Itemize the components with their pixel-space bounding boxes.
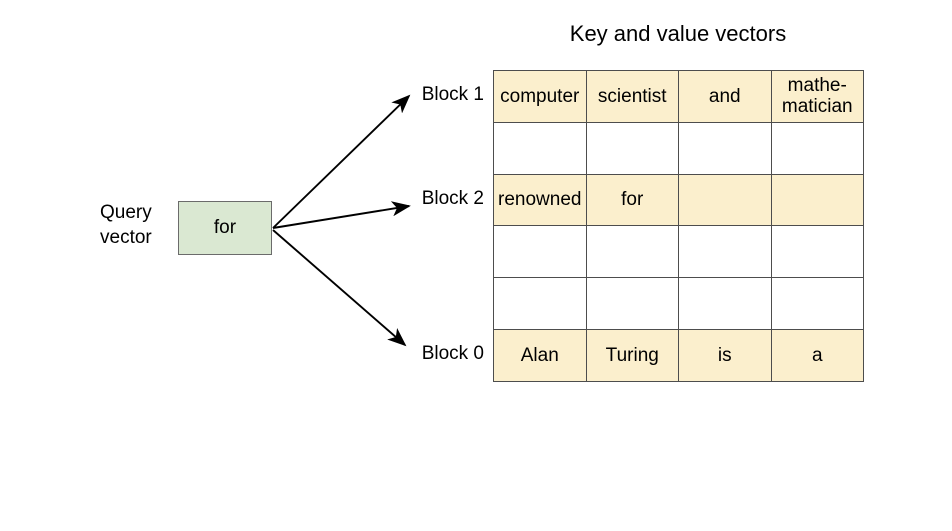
arrow-to-block-0	[272, 229, 407, 347]
query-vector-value: for	[213, 217, 237, 238]
table-row	[493, 121, 864, 175]
table-cell	[585, 121, 679, 175]
table-cell	[770, 277, 864, 330]
block-label-block-0: Block 0	[421, 342, 484, 364]
table-cell: for	[585, 173, 679, 227]
table-cell	[770, 225, 864, 279]
query-vector-label-line2: vector	[100, 227, 152, 249]
table-cell: Turing	[585, 328, 679, 382]
block-label-block-2: Block 2	[421, 187, 484, 209]
table-cell	[585, 277, 679, 330]
table-cell: is	[678, 328, 772, 382]
arrow-group	[272, 94, 411, 347]
table-cell	[493, 277, 587, 330]
query-vector-box[interactable]: for	[178, 201, 272, 255]
table-cell	[678, 173, 772, 227]
table-cell	[493, 225, 587, 279]
table-cell	[678, 225, 772, 279]
table-cell: mathe-matician	[770, 70, 864, 123]
table-cell: Alan	[493, 328, 587, 382]
query-vector-label-line1: Query	[100, 202, 152, 223]
table-cell: scientist	[585, 70, 679, 123]
table-cell: renowned	[493, 173, 587, 227]
table-cell	[678, 277, 772, 330]
table-cell: computer	[493, 70, 587, 123]
table-cell: and	[678, 70, 772, 123]
block-label-block-1: Block 1	[421, 83, 484, 105]
table-cell: a	[770, 328, 864, 382]
table-cell	[678, 121, 772, 175]
table-cell	[493, 121, 587, 175]
table-cell	[770, 121, 864, 175]
table-row	[493, 277, 864, 330]
page-title: Key and value vectors	[569, 21, 787, 46]
table-row	[493, 225, 864, 279]
query-vector-label: Query vector	[100, 200, 172, 250]
table-cell	[585, 225, 679, 279]
table-cell	[770, 173, 864, 227]
